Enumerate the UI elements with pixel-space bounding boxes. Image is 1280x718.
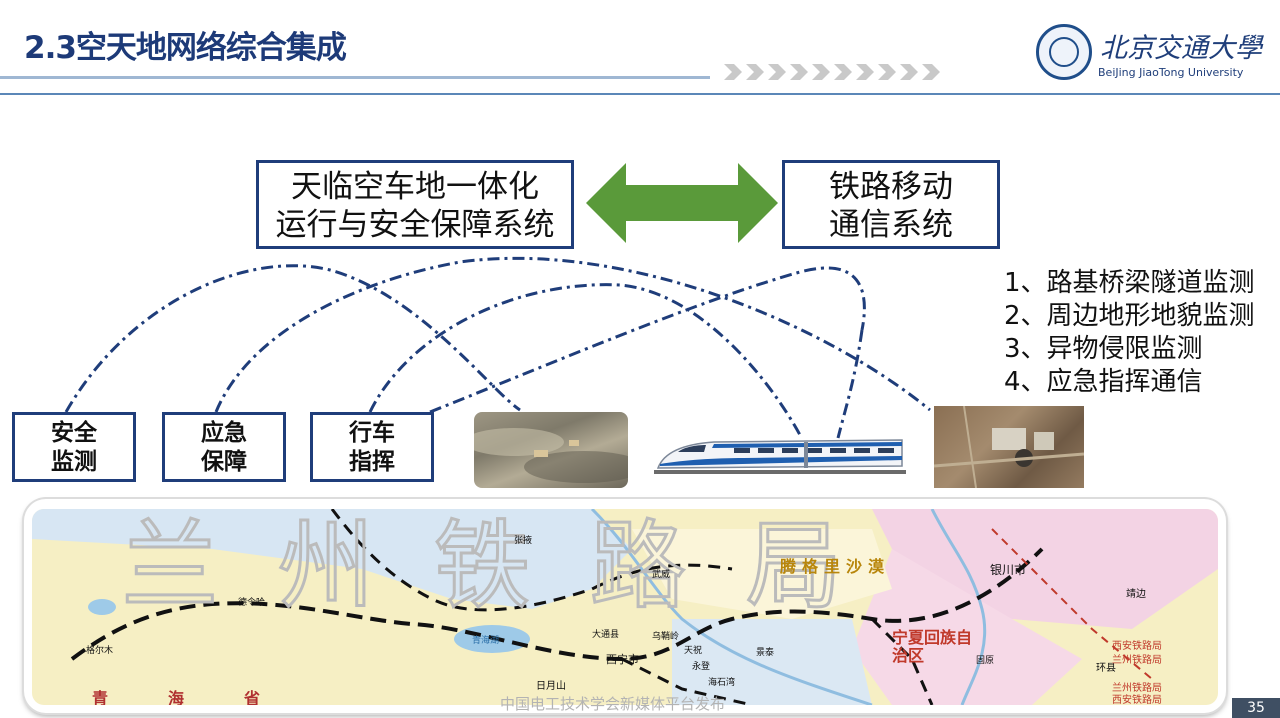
- city-label: 大通县: [592, 627, 619, 640]
- curve-safety-to-train: [66, 266, 520, 412]
- high-speed-train-icon: [654, 430, 906, 476]
- train-dispatch-box: 行车 指挥: [310, 412, 434, 482]
- city-label: 武威: [652, 567, 670, 580]
- bidirectional-arrow-icon: [586, 163, 778, 243]
- railway-map: 兰州铁路局 腾格里沙漠 青海湖 青海省 宁夏回族自治区 西宁市 银川市 格尔木 …: [24, 499, 1226, 713]
- city-label: 德令哈: [238, 595, 265, 608]
- curve-emergency-to-site: [216, 258, 930, 412]
- integrated-safety-system-box: 天临空车地一体化 运行与安全保障系统: [256, 160, 574, 249]
- list-item: 3、异物侵限监测: [1004, 333, 1255, 366]
- list-item: 2、周边地形地貌监测: [1004, 300, 1255, 333]
- city-label: 固原: [976, 653, 994, 666]
- safety-monitoring-box: 安全 监测: [12, 412, 136, 482]
- region-label: 宁夏回族自治区: [892, 629, 972, 665]
- terrain-photo: [474, 412, 628, 488]
- function-label: 监测: [15, 448, 133, 477]
- city-label: 永登: [692, 659, 710, 672]
- list-item: 4、应急指挥通信: [1004, 366, 1255, 399]
- emergency-support-box: 应急 保障: [162, 412, 286, 482]
- province-label: 青海省: [92, 685, 320, 705]
- city-label: 银川市: [990, 561, 1026, 578]
- legend-label: 西安铁路局: [1112, 637, 1162, 652]
- list-item: 1、路基桥梁隧道监测: [1004, 267, 1255, 300]
- system-left-line2: 运行与安全保障系统: [259, 206, 571, 244]
- city-label: 日月山: [536, 677, 566, 692]
- city-label: 乌鞘岭: [652, 629, 679, 642]
- satellite-image: [934, 406, 1084, 488]
- city-label: 海石湾: [708, 675, 735, 688]
- curve-dispatch-to-comm: [430, 268, 864, 412]
- function-label: 指挥: [313, 448, 431, 477]
- legend-label: 兰州铁路局: [1112, 651, 1162, 666]
- footer-watermark: 中国电工技术学会新媒体平台发布: [500, 693, 725, 714]
- legend-label: 西安铁路局: [1112, 691, 1162, 705]
- system-right-line1: 铁路移动: [785, 168, 997, 206]
- function-label: 行车: [313, 419, 431, 448]
- city-label: 西宁市: [606, 651, 639, 667]
- city-label: 景泰: [756, 645, 774, 658]
- city-label: 格尔木: [86, 643, 113, 656]
- lake-label: 青海湖: [472, 633, 499, 646]
- city-label: 天祝: [684, 643, 702, 656]
- monitoring-list: 1、路基桥梁隧道监测 2、周边地形地貌监测 3、异物侵限监测 4、应急指挥通信: [1004, 267, 1255, 399]
- function-label: 安全: [15, 419, 133, 448]
- desert-label: 腾格里沙漠: [780, 553, 890, 577]
- railway-comm-system-box: 铁路移动 通信系统: [782, 160, 1000, 249]
- function-label: 应急: [165, 419, 283, 448]
- system-right-line2: 通信系统: [785, 206, 997, 244]
- function-label: 保障: [165, 448, 283, 477]
- page-number: 35: [1232, 698, 1280, 718]
- city-label: 张掖: [514, 533, 532, 546]
- system-left-line1: 天临空车地一体化: [259, 168, 571, 206]
- city-label: 靖边: [1126, 585, 1146, 600]
- curve-comm-to-train: [838, 330, 862, 438]
